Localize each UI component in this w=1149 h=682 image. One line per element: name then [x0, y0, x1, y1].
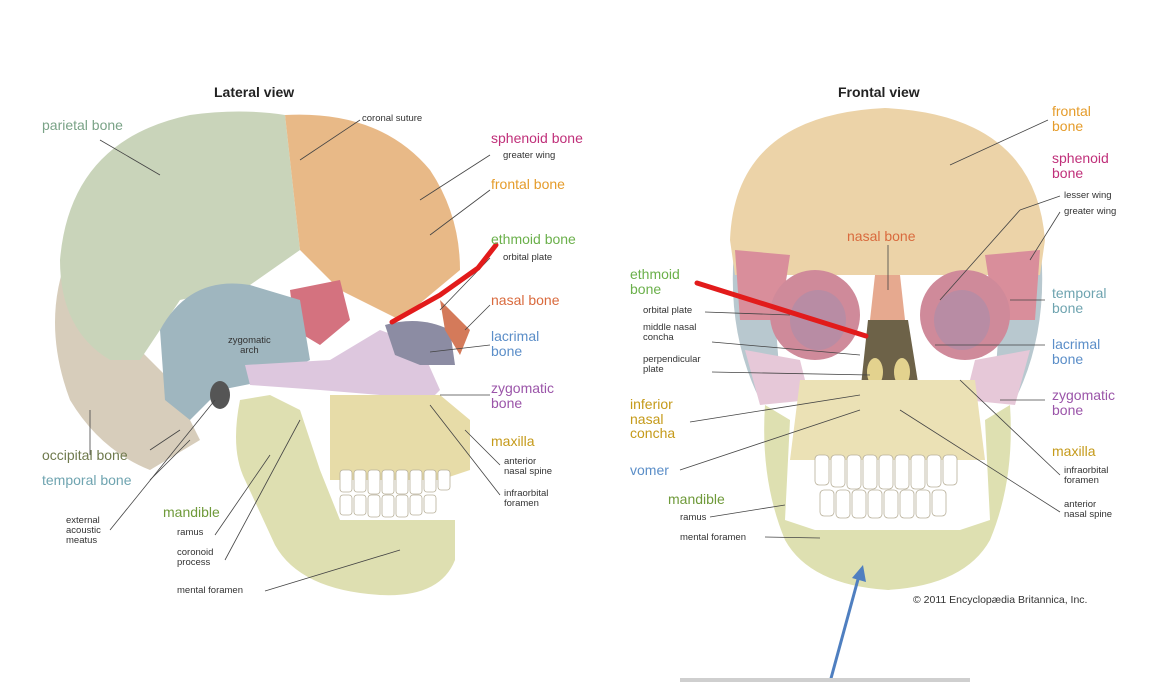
- lateral-view-title: Lateral view: [214, 84, 295, 100]
- label-mental-foramen: mental foramen: [177, 585, 244, 596]
- label-inferior-nasal-concha: inferior nasal concha: [630, 396, 676, 442]
- lateral-mandible: [236, 395, 455, 596]
- copyright-notice: © 2011 Encyclopædia Britannica, Inc.: [913, 594, 1088, 606]
- label-lesser-wing: lesser wing: [1064, 190, 1112, 201]
- label-orbital-plate: orbital plate: [503, 252, 553, 263]
- lateral-maxilla: [330, 395, 470, 480]
- label-lacrimal-bone: lacrimal bone: [491, 328, 540, 359]
- annotation-blue-arrow-head: [852, 565, 866, 582]
- bottom-divider: [680, 678, 970, 682]
- frontal-leader-lines: [679, 119, 1061, 539]
- frontal-maxilla: [790, 380, 985, 460]
- frontal-mandible: [764, 405, 1011, 590]
- lateral-temporal-bone: [160, 283, 310, 420]
- frontal-teeth: [814, 454, 958, 519]
- label-greater-wing: greater wing: [503, 150, 556, 161]
- frontal-zygomatic-right: [965, 350, 1030, 405]
- label-parietal-bone: parietal bone: [42, 117, 123, 133]
- label-temporal-bone-front: temporal bone: [1052, 285, 1107, 316]
- label-perpendicular-plate: perpendicular plate: [643, 354, 701, 375]
- label-coronal-suture: coronal suture: [362, 113, 423, 124]
- label-infraorbital-foramen: infraorbital foramen: [504, 488, 549, 509]
- label-maxilla-front: maxilla: [1052, 443, 1096, 459]
- label-frontal-bone: frontal bone: [491, 176, 565, 192]
- lateral-sphenoid-bone: [290, 280, 350, 345]
- frontal-skull: [679, 108, 1061, 590]
- frontal-zygomatic-left: [745, 350, 810, 405]
- lateral-parietal-bone: [60, 111, 300, 360]
- label-nasal-bone-front: nasal bone: [847, 228, 916, 244]
- label-frontal-bone-front: frontal bone: [1052, 103, 1091, 134]
- label-zygomatic-bone: zygomatic bone: [491, 380, 555, 411]
- frontal-concha-right: [894, 358, 910, 386]
- label-orbital-plate-front: orbital plate: [643, 305, 693, 316]
- label-nasal-bone: nasal bone: [491, 292, 560, 308]
- label-infraorbital-foramen-front: infraorbital foramen: [1064, 465, 1109, 486]
- label-anterior-nasal-spine: anterior nasal spine: [504, 456, 553, 477]
- annotation-red-line-lateral: [389, 242, 499, 325]
- frontal-concha-left: [867, 358, 883, 386]
- label-mandible-front: mandible: [668, 491, 725, 507]
- label-vomer: vomer: [630, 462, 669, 478]
- label-greater-wing-front: greater wing: [1064, 206, 1117, 217]
- label-mental-foramen-front: mental foramen: [680, 532, 747, 543]
- label-external-acoustic-meatus: external acoustic meatus: [66, 515, 101, 546]
- frontal-frontal-bone: [730, 108, 1045, 275]
- lateral-zygomatic-bone: [245, 330, 440, 410]
- label-maxilla: maxilla: [491, 433, 535, 449]
- label-sphenoid-bone: sphenoid bone: [491, 130, 583, 146]
- label-ethmoid-bone: ethmoid bone: [491, 231, 576, 247]
- label-zygomatic-bone-front: zygomatic bone: [1052, 387, 1116, 418]
- frontal-nasal-bone: [870, 275, 905, 320]
- lateral-ear-canal: [210, 381, 230, 409]
- label-occipital-bone: occipital bone: [42, 447, 128, 463]
- annotation-blue-arrow-line: [828, 571, 862, 682]
- label-mandible: mandible: [163, 504, 220, 520]
- lateral-teeth: [339, 469, 451, 518]
- label-coronoid-process: coronoid process: [177, 547, 214, 568]
- frontal-orbit-right-inner: [934, 290, 990, 350]
- lateral-skull: [55, 111, 501, 596]
- lateral-nasal-bone: [440, 300, 470, 355]
- label-middle-nasal-concha: middle nasal concha: [643, 322, 697, 343]
- label-zygomatic-arch: zygomatic arch: [228, 335, 271, 356]
- label-ethmoid-bone-front: ethmoid bone: [630, 266, 680, 297]
- label-ramus-front: ramus: [680, 512, 707, 523]
- label-lacrimal-bone-front: lacrimal bone: [1052, 336, 1101, 367]
- annotation-red-line-frontal: [694, 280, 869, 339]
- lateral-orbit: [385, 321, 455, 365]
- label-temporal-bone: temporal bone: [42, 472, 132, 488]
- frontal-view-title: Frontal view: [838, 84, 920, 100]
- label-sphenoid-bone-front: sphenoid bone: [1052, 150, 1109, 181]
- lateral-frontal-bone: [285, 114, 460, 320]
- label-ramus: ramus: [177, 527, 204, 538]
- label-anterior-nasal-spine-front: anterior nasal spine: [1064, 499, 1113, 520]
